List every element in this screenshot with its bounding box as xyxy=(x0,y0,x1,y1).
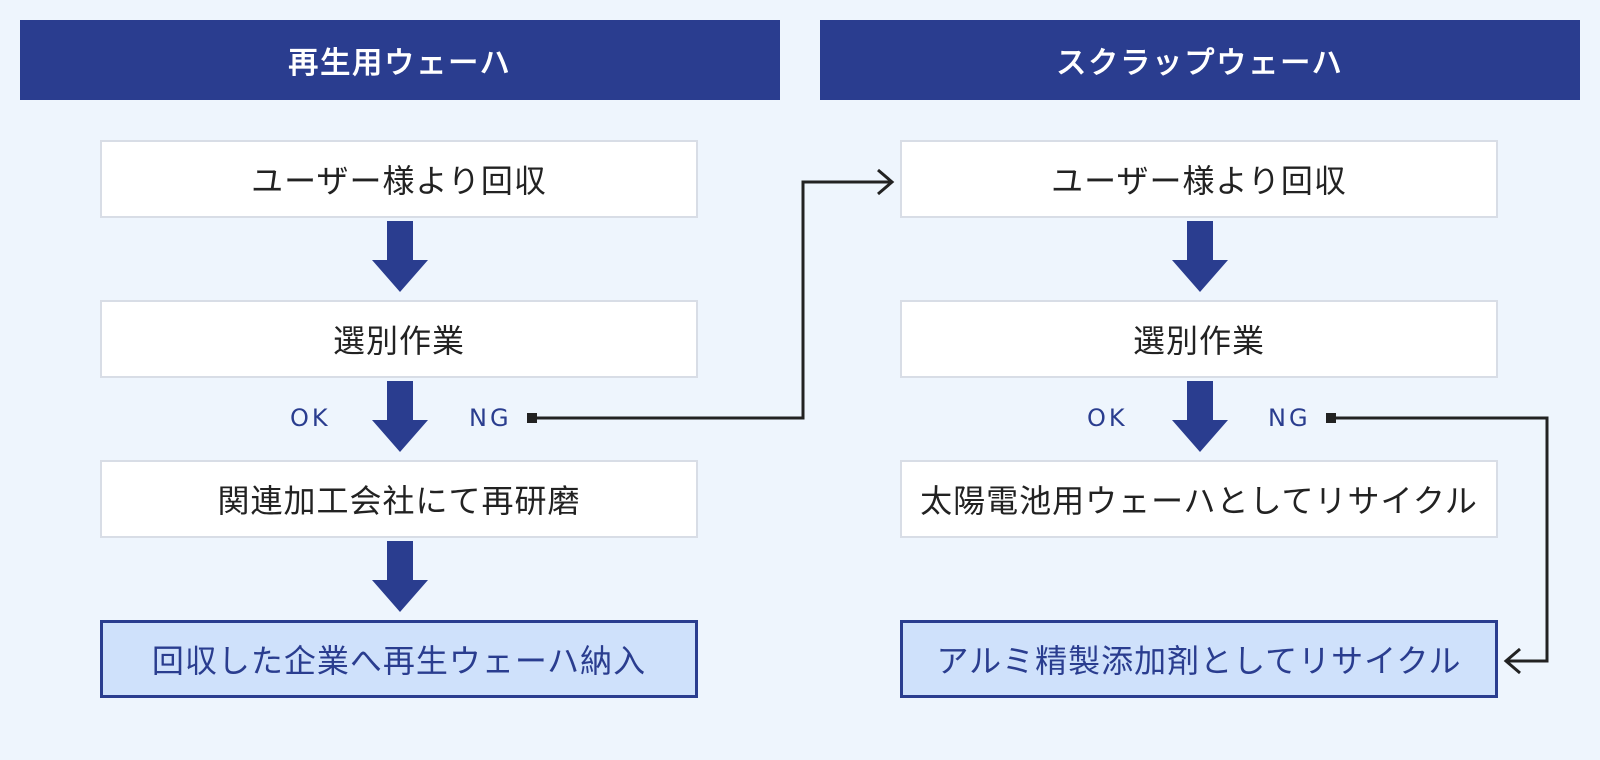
right-final-aluminum-recycle: アルミ精製添加剤としてリサイクル xyxy=(900,620,1498,698)
left-step-collect: ユーザー様より回収 xyxy=(100,140,698,218)
left-down-arrow-2 xyxy=(372,381,428,452)
left-final-delivery: 回収した企業へ再生ウェーハ納入 xyxy=(100,620,698,698)
right-ng-label: NG xyxy=(1268,404,1311,432)
right-down-arrow-2 xyxy=(1172,381,1228,452)
right-down-arrow-1 xyxy=(1172,221,1228,292)
right-ng-connector-arrowhead xyxy=(1503,647,1521,675)
left-ng-connector-dot xyxy=(527,413,537,423)
left-ng-connector-line xyxy=(537,180,890,420)
right-step-sorting: 選別作業 xyxy=(900,300,1498,378)
left-ng-connector-arrowhead xyxy=(877,168,895,196)
left-down-arrow-3 xyxy=(372,541,428,612)
left-step-sorting: 選別作業 xyxy=(100,300,698,378)
right-ng-connector-dot xyxy=(1326,413,1336,423)
left-down-arrow-1 xyxy=(372,221,428,292)
left-column-header: 再生用ウェーハ xyxy=(20,20,780,100)
right-step-solar-recycle: 太陽電池用ウェーハとしてリサイクル xyxy=(900,460,1498,538)
left-ng-label: NG xyxy=(469,404,512,432)
right-column-header: スクラップウェーハ xyxy=(820,20,1580,100)
left-ok-label: OK xyxy=(290,404,331,432)
right-ng-connector-line xyxy=(1336,416,1549,663)
left-step-regrind: 関連加工会社にて再研磨 xyxy=(100,460,698,538)
right-ok-label: OK xyxy=(1087,404,1128,432)
right-step-collect: ユーザー様より回収 xyxy=(900,140,1498,218)
